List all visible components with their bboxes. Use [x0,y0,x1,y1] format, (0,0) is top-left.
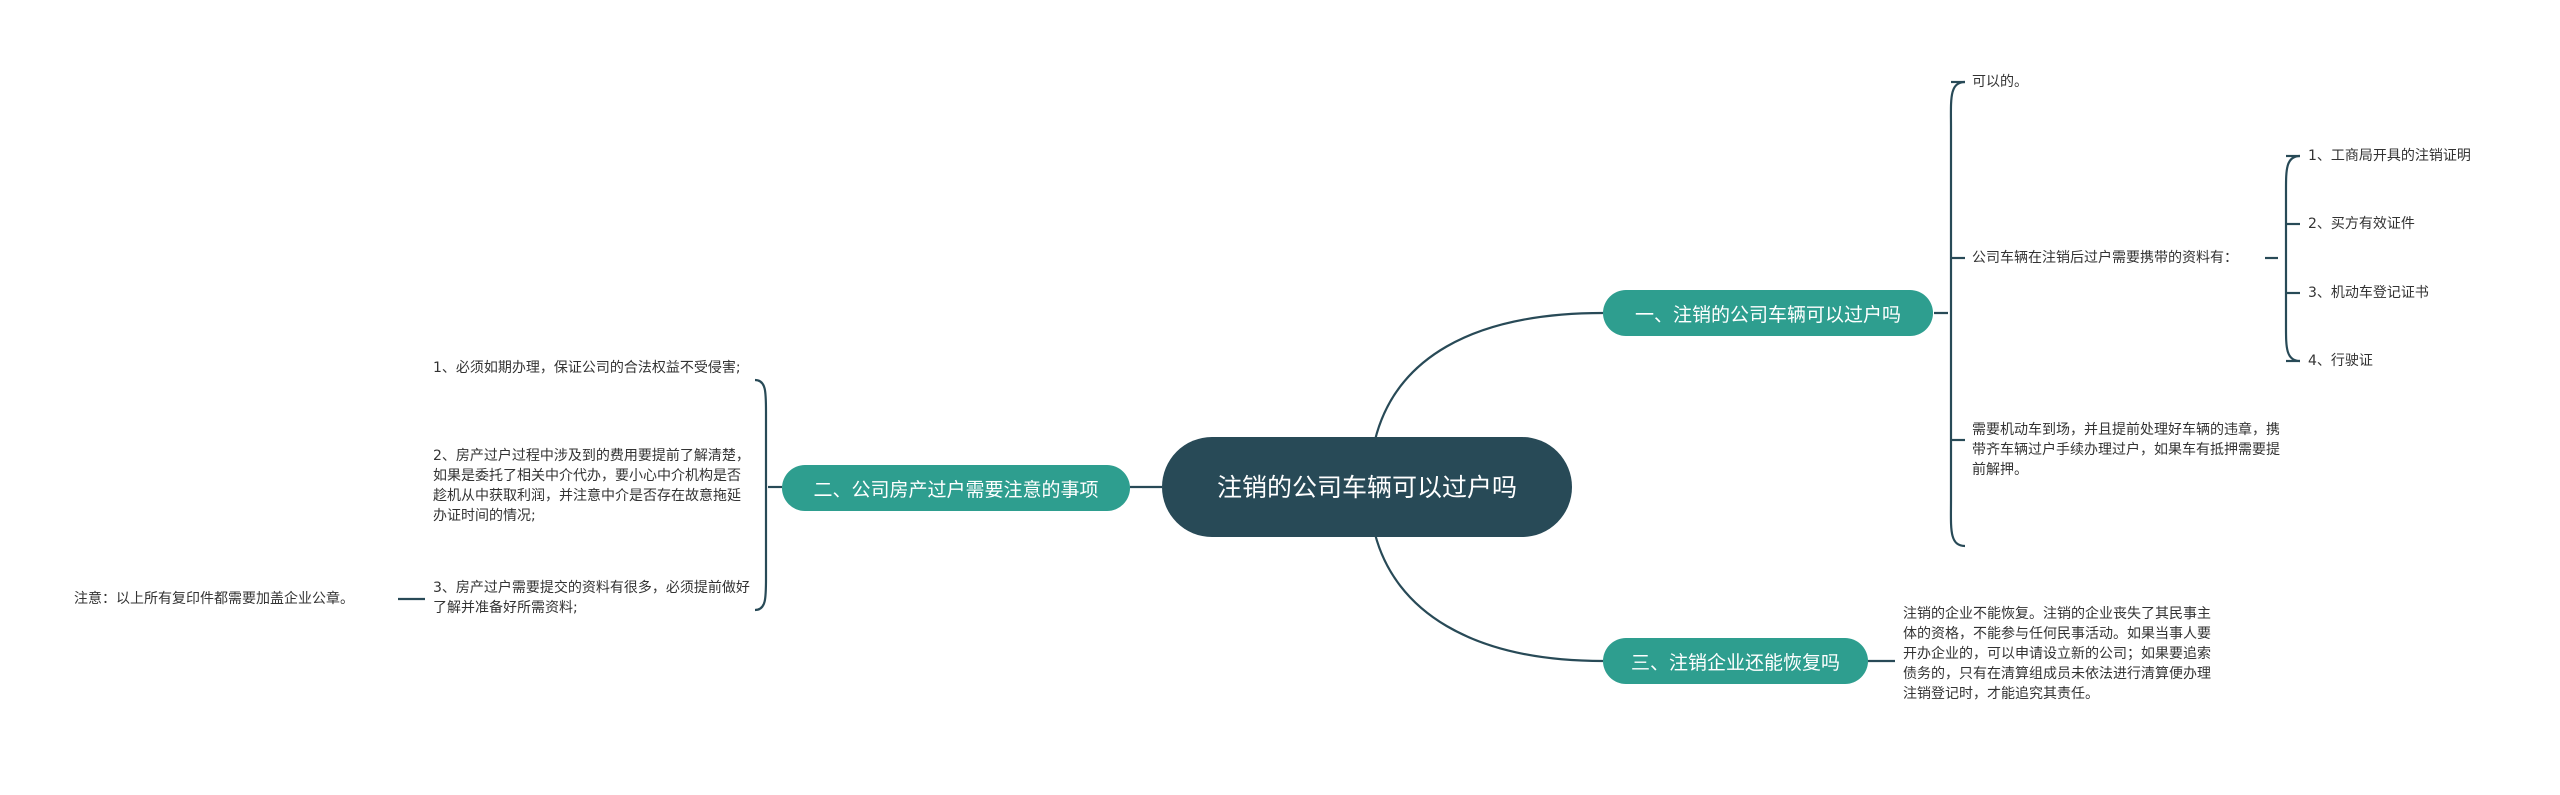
leaf-material-4-text: 4、行驶证 [2308,353,2373,369]
leaf-b1-note-text: 需要机动车到场，并且提前处理好车辆的违章，携带齐车辆过户手续办理过户，如果车有抵… [1972,422,2280,478]
leaf-material-3[interactable]: 3、机动车登记证书 [2308,283,2508,303]
leaf-b2-note[interactable]: 注意：以上所有复印件都需要加盖企业公章。 [74,589,404,609]
leaf-b2-item-2[interactable]: 2、房产过户过程中涉及到的费用要提前了解清楚，如果是委托了相关中介代办，要小心中… [433,446,751,526]
leaf-b2-note-text: 注意：以上所有复印件都需要加盖企业公章。 [74,591,354,607]
leaf-material-2-text: 2、买方有效证件 [2308,216,2415,232]
branch-topic-2-label: 二、公司房产过户需要注意的事项 [813,478,1099,501]
branch-topic-3[interactable]: 三、注销企业还能恢复吗 [1603,638,1868,684]
branch-topic-1[interactable]: 一、注销的公司车辆可以过户吗 [1603,290,1933,336]
connector-root-b1 [1373,311,1604,441]
leaf-b2-item-3-text: 3、房产过户需要提交的资料有很多，必须提前做好了解并准备好所需资料; [433,580,750,616]
leaf-material-1[interactable]: 1、工商局开具的注销证明 [2308,146,2508,166]
connector-root-b3 [1373,533,1604,663]
branch-topic-2[interactable]: 二、公司房产过户需要注意的事项 [782,465,1130,511]
branch-topic-1-label: 一、注销的公司车辆可以过户吗 [1634,303,1901,326]
bracket-b2 [754,378,768,612]
branch-topic-3-label: 三、注销企业还能恢复吗 [1630,651,1840,674]
leaf-b1-materials-text: 公司车辆在注销后过户需要携带的资料有： [1972,250,2238,266]
leaf-b1-materials[interactable]: 公司车辆在注销后过户需要携带的资料有： [1972,248,2272,268]
leaf-b2-item-2-text: 2、房产过户过程中涉及到的费用要提前了解清楚，如果是委托了相关中介代办，要小心中… [433,448,750,524]
leaf-material-2[interactable]: 2、买方有效证件 [2308,214,2508,234]
leaf-b3-answer[interactable]: 注销的企业不能恢复。注销的企业丧失了其民事主体的资格，不能参与任何民事活动。如果… [1903,604,2221,704]
bracket-materials [2284,154,2301,363]
root-topic-label: 注销的公司车辆可以过户吗 [1216,472,1517,502]
leaf-b2-item-3[interactable]: 3、房产过户需要提交的资料有很多，必须提前做好了解并准备好所需资料; [433,578,751,618]
leaf-b2-item-1-text: 1、必须如期办理，保证公司的合法权益不受侵害; [433,360,741,376]
leaf-b3-answer-text: 注销的企业不能恢复。注销的企业丧失了其民事主体的资格，不能参与任何民事活动。如果… [1903,606,2211,702]
leaf-material-3-text: 3、机动车登记证书 [2308,285,2429,301]
leaf-b1-note[interactable]: 需要机动车到场，并且提前处理好车辆的违章，携带齐车辆过户手续办理过户，如果车有抵… [1972,420,2290,480]
bracket-b1 [1934,80,1966,548]
leaf-b2-item-1[interactable]: 1、必须如期办理，保证公司的合法权益不受侵害; [433,358,751,378]
leaf-b1-answer-text: 可以的。 [1972,74,2028,90]
leaf-b1-answer[interactable]: 可以的。 [1972,72,2172,92]
leaf-material-1-text: 1、工商局开具的注销证明 [2308,148,2471,164]
leaf-material-4[interactable]: 4、行驶证 [2308,351,2508,371]
root-topic[interactable]: 注销的公司车辆可以过户吗 [1162,437,1572,537]
